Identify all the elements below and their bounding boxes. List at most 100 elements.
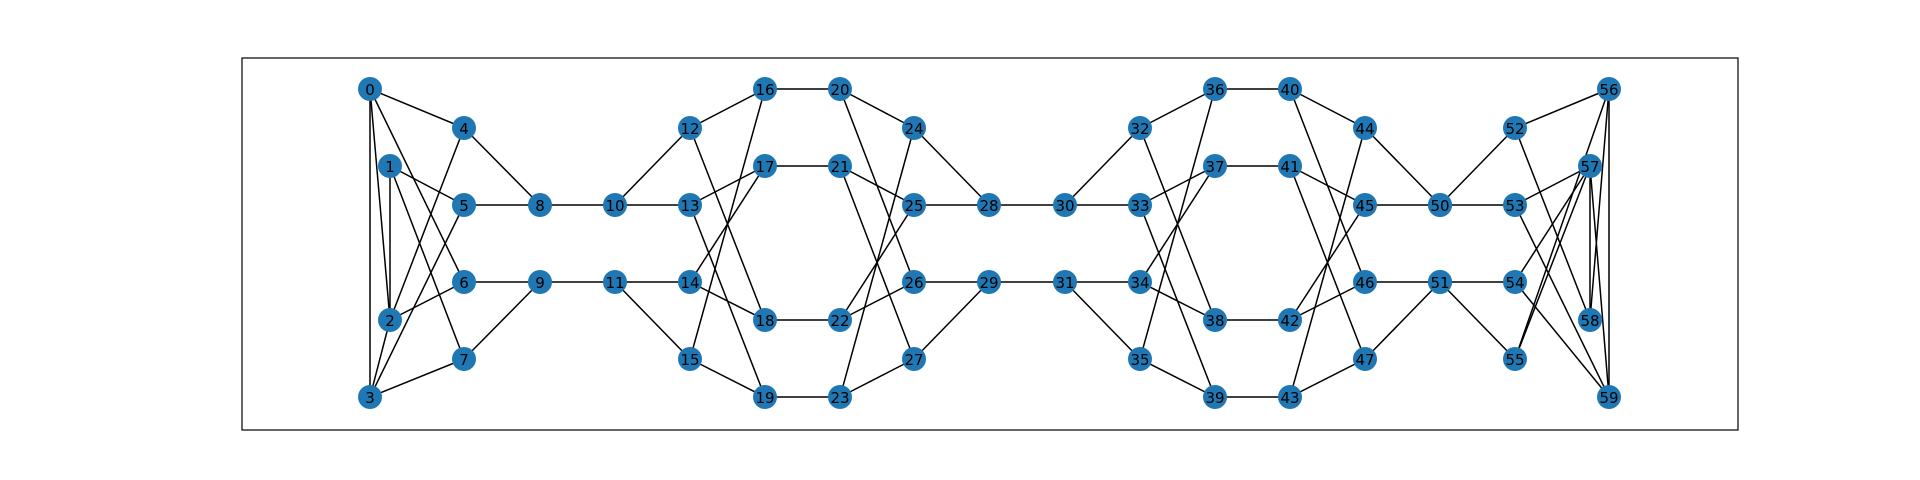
node-circle bbox=[902, 116, 926, 140]
node-label: 12 bbox=[680, 120, 699, 138]
node-circle bbox=[902, 193, 926, 217]
node-circle bbox=[753, 154, 777, 178]
node-20: 20 bbox=[828, 77, 852, 101]
edge-2-4 bbox=[389, 127, 465, 321]
node-label: 4 bbox=[459, 120, 469, 138]
node-6: 6 bbox=[452, 270, 476, 294]
node-8: 8 bbox=[528, 193, 552, 217]
edge-10-12 bbox=[614, 127, 691, 206]
node-circle bbox=[358, 77, 382, 101]
node-circle bbox=[452, 193, 476, 217]
node-label: 55 bbox=[1505, 351, 1524, 369]
node-28: 28 bbox=[977, 193, 1001, 217]
node-label: 2 bbox=[385, 312, 395, 330]
node-circle bbox=[378, 308, 402, 332]
node-51: 51 bbox=[1428, 270, 1452, 294]
node-circle bbox=[1597, 77, 1621, 101]
node-59: 59 bbox=[1597, 385, 1621, 409]
node-label: 31 bbox=[1055, 274, 1074, 292]
node-29: 29 bbox=[977, 270, 1001, 294]
node-circle bbox=[1053, 270, 1077, 294]
node-label: 6 bbox=[459, 274, 469, 292]
edge-21-25 bbox=[839, 165, 915, 206]
node-38: 38 bbox=[1203, 308, 1227, 332]
node-circle bbox=[1503, 193, 1527, 217]
edge-7-9 bbox=[463, 281, 541, 360]
node-circle bbox=[902, 347, 926, 371]
node-circle bbox=[753, 77, 777, 101]
node-label: 47 bbox=[1355, 351, 1374, 369]
node-label: 19 bbox=[755, 389, 774, 407]
edge-1-5 bbox=[389, 165, 465, 206]
edge-0-6 bbox=[369, 88, 465, 283]
edge-1-7 bbox=[389, 165, 465, 360]
node-5: 5 bbox=[452, 193, 476, 217]
node-label: 41 bbox=[1280, 158, 1299, 176]
node-circle bbox=[1278, 308, 1302, 332]
node-circle bbox=[828, 308, 852, 332]
node-circle bbox=[1578, 308, 1602, 332]
node-circle bbox=[603, 270, 627, 294]
node-label: 18 bbox=[755, 312, 774, 330]
node-circle bbox=[1353, 270, 1377, 294]
node-16: 16 bbox=[753, 77, 777, 101]
node-label: 25 bbox=[904, 197, 923, 215]
edge-55-56 bbox=[1514, 88, 1610, 360]
node-circle bbox=[1353, 193, 1377, 217]
node-label: 0 bbox=[365, 81, 375, 99]
node-label: 14 bbox=[680, 274, 699, 292]
edge-31-35 bbox=[1064, 281, 1141, 360]
edge-layer bbox=[369, 88, 1610, 398]
node-circle bbox=[1128, 270, 1152, 294]
edge-56-58 bbox=[1589, 88, 1610, 321]
node-label: 17 bbox=[755, 158, 774, 176]
node-circle bbox=[902, 270, 926, 294]
edge-30-32 bbox=[1064, 127, 1141, 206]
node-circle bbox=[678, 116, 702, 140]
node-label: 26 bbox=[904, 274, 923, 292]
node-36: 36 bbox=[1203, 77, 1227, 101]
node-24: 24 bbox=[902, 116, 926, 140]
edge-3-7 bbox=[369, 358, 465, 398]
node-circle bbox=[1353, 347, 1377, 371]
edge-53-57 bbox=[1514, 165, 1591, 206]
node-label: 22 bbox=[830, 312, 849, 330]
node-39: 39 bbox=[1203, 385, 1227, 409]
node-label: 56 bbox=[1599, 81, 1618, 99]
node-58: 58 bbox=[1578, 308, 1602, 332]
edge-27-29 bbox=[913, 281, 990, 360]
node-label: 37 bbox=[1205, 158, 1224, 176]
node-9: 9 bbox=[528, 270, 552, 294]
node-15: 15 bbox=[678, 347, 702, 371]
node-35: 35 bbox=[1128, 347, 1152, 371]
node-label: 21 bbox=[830, 158, 849, 176]
node-label: 42 bbox=[1280, 312, 1299, 330]
node-label: 59 bbox=[1599, 389, 1618, 407]
node-43: 43 bbox=[1278, 385, 1302, 409]
node-label: 27 bbox=[904, 351, 923, 369]
node-41: 41 bbox=[1278, 154, 1302, 178]
edge-43-44 bbox=[1289, 127, 1366, 398]
node-label: 5 bbox=[459, 197, 469, 215]
edge-53-59 bbox=[1514, 204, 1610, 398]
edge-2-6 bbox=[389, 281, 465, 321]
node-label: 43 bbox=[1280, 389, 1299, 407]
node-53: 53 bbox=[1503, 193, 1527, 217]
node-label: 8 bbox=[535, 197, 545, 215]
node-circle bbox=[1503, 347, 1527, 371]
node-4: 4 bbox=[452, 116, 476, 140]
node-circle bbox=[528, 270, 552, 294]
node-circle bbox=[753, 308, 777, 332]
node-circle bbox=[1428, 193, 1452, 217]
node-label: 53 bbox=[1505, 197, 1524, 215]
node-layer: 0123456789101112131415161718192021222324… bbox=[358, 77, 1621, 409]
node-circle bbox=[452, 347, 476, 371]
edge-14-18 bbox=[689, 281, 766, 321]
node-42: 42 bbox=[1278, 308, 1302, 332]
edge-47-49 bbox=[1364, 281, 1441, 360]
plot-frame bbox=[241, 57, 1739, 431]
node-circle bbox=[1053, 193, 1077, 217]
node-37: 37 bbox=[1203, 154, 1227, 178]
node-circle bbox=[378, 154, 402, 178]
